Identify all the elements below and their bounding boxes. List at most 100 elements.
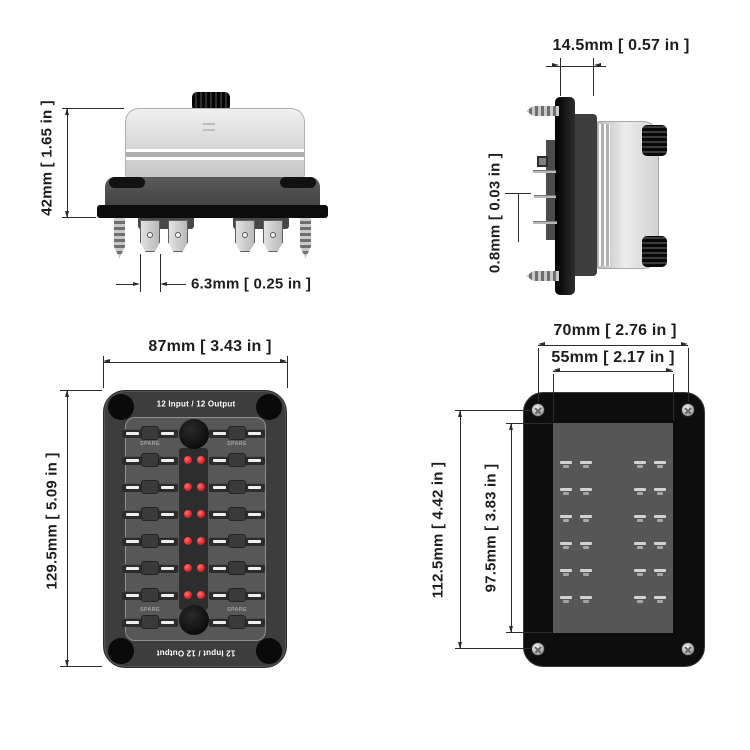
- cover-vent-mark: [203, 129, 215, 131]
- fuse-contact: [161, 486, 174, 489]
- terminal-hole: [270, 232, 276, 238]
- led-indicator: [197, 510, 205, 518]
- fuse-contact: [161, 432, 174, 435]
- fuse-slot: [209, 480, 265, 494]
- terminal-stem-mark: [657, 573, 663, 576]
- fuse-contact: [248, 513, 261, 516]
- dimension-line: [67, 108, 68, 218]
- dimension-arrow: [160, 282, 167, 286]
- terminal-stem-mark: [583, 573, 589, 576]
- fuse-slot: [122, 426, 178, 440]
- fuse-contact: [213, 459, 226, 462]
- fuse-contact: [161, 621, 174, 624]
- terminal-stem-mark: [563, 519, 569, 522]
- rear-outer-width-dimension-label: 70mm [ 2.76 in ]: [553, 322, 677, 339]
- rear-panel: [553, 423, 673, 633]
- terminal-blade-mark: [654, 542, 666, 545]
- fuse-body: [141, 480, 159, 494]
- terminal-stem-mark: [583, 492, 589, 495]
- terminal-blade-mark: [634, 542, 646, 545]
- led-indicator: [197, 456, 205, 464]
- spare-label: SPARE: [139, 441, 161, 447]
- mounting-screw-side: [526, 106, 559, 116]
- cover-latch-knob: [642, 125, 667, 156]
- fuse-slot: [209, 615, 265, 629]
- mounting-screw-left: [114, 218, 125, 258]
- dimension-arrow: [594, 63, 601, 67]
- terminal-hole: [147, 232, 153, 238]
- fuse-contact: [248, 432, 261, 435]
- extension-line: [506, 423, 552, 424]
- extension-line: [287, 356, 288, 388]
- mounting-screw-side: [526, 271, 559, 281]
- fuse-slot: [209, 588, 265, 602]
- terminal-blade-mark: [634, 596, 646, 599]
- fuse-slot: [209, 507, 265, 521]
- fuse-contact: [126, 459, 139, 462]
- fuse-contact: [213, 540, 226, 543]
- fuse-slot: [122, 453, 178, 467]
- fuse-contact: [248, 594, 261, 597]
- terminal-blade-mark: [560, 515, 572, 518]
- fuse-contact: [126, 594, 139, 597]
- dimension-arrow: [458, 642, 462, 649]
- dimension-arrow: [65, 660, 69, 667]
- terminal-blade-mark: [654, 488, 666, 491]
- terminal-stem-mark: [657, 519, 663, 522]
- terminal-stem-mark: [657, 465, 663, 468]
- terminal-blade-mark: [560, 461, 572, 464]
- dimension-line: [538, 345, 688, 346]
- fuse-slot: [209, 534, 265, 548]
- mounting-screw-right: [300, 218, 311, 258]
- extension-line: [60, 390, 102, 391]
- dimension-line: [460, 410, 461, 649]
- extension-line: [62, 217, 96, 218]
- led-indicator: [184, 510, 192, 518]
- led-indicator: [184, 483, 192, 491]
- terminal-blade-mark: [560, 569, 572, 572]
- terminal-blade-mark: [580, 569, 592, 572]
- terminal-blade-mark: [654, 515, 666, 518]
- front-height-dimension-label: 42mm [ 1.65 in ]: [38, 100, 56, 216]
- led-indicator: [197, 591, 205, 599]
- fuse-contact: [213, 567, 226, 570]
- extension-line: [62, 108, 124, 109]
- fuse-body: [228, 480, 246, 494]
- terminal-blade-mark: [654, 596, 666, 599]
- dimension-line: [67, 390, 68, 667]
- terminal-blade-mark: [634, 461, 646, 464]
- dimension-arrow: [65, 108, 69, 115]
- terminal-blade-mark: [580, 596, 592, 599]
- fuse-slot: [122, 615, 178, 629]
- terminal-stem-mark: [563, 546, 569, 549]
- extension-line: [455, 410, 531, 411]
- dimension-line: [546, 66, 606, 67]
- dimension-line: [553, 371, 673, 372]
- dimension-line: [116, 284, 137, 285]
- cover-stripes-side: [599, 124, 610, 266]
- terminal-stem-mark: [563, 465, 569, 468]
- dimension-arrow: [65, 211, 69, 218]
- led-indicator: [184, 591, 192, 599]
- fuse-contact: [248, 567, 261, 570]
- fuse-slot: [122, 561, 178, 575]
- top-height-dimension-label: 129.5mm [ 5.09 in ]: [43, 452, 61, 590]
- terminal-socket: [138, 218, 194, 229]
- mounting-hole: [108, 638, 134, 664]
- terminal-blade-mark: [634, 488, 646, 491]
- leader-line: [518, 193, 519, 242]
- fuse-body: [141, 453, 159, 467]
- spare-label: SPARE: [226, 441, 248, 447]
- terminal-socket-strip: [546, 140, 556, 240]
- fuse-contact: [161, 567, 174, 570]
- fuse-slot: [122, 480, 178, 494]
- terminal-blade-mark: [654, 569, 666, 572]
- fuse-contact: [126, 567, 139, 570]
- spare-label: SPARE: [226, 607, 248, 613]
- extension-line: [140, 254, 141, 292]
- terminal-blade-mark: [560, 542, 572, 545]
- terminal-stem-mark: [583, 546, 589, 549]
- dimension-arrow: [509, 423, 513, 430]
- fuse-contact: [126, 513, 139, 516]
